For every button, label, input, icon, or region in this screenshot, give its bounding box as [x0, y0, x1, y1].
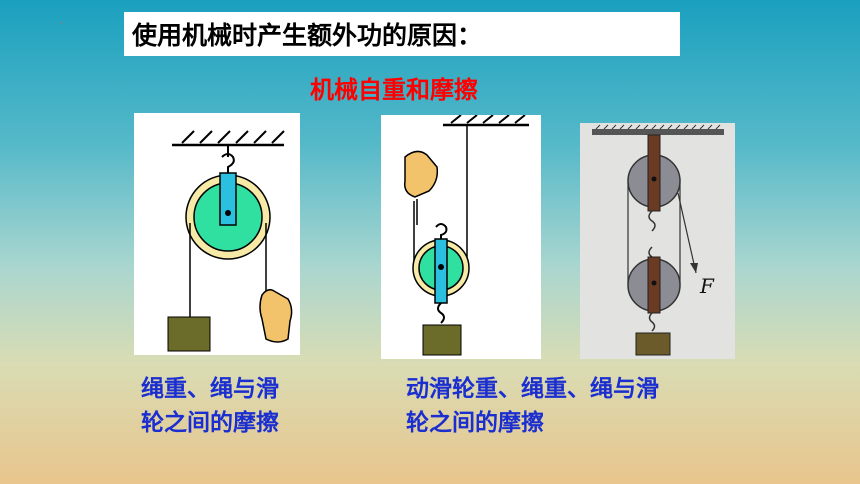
caption-left-line2: 轮之间的摩擦 [141, 410, 279, 436]
caption-right-line2: 轮之间的摩擦 [406, 410, 544, 436]
subtitle: 机械自重和摩擦 [310, 76, 478, 104]
movable-pulley-figure [381, 115, 541, 359]
decorative-dot [60, 22, 62, 24]
fixed-pulley-figure [134, 113, 300, 355]
pulley-block-figure: F [580, 123, 735, 359]
caption-right: 动滑轮重、绳重、绳与滑 轮之间的摩擦 [406, 372, 659, 440]
caption-right-line1: 动滑轮重、绳重、绳与滑 [406, 376, 659, 402]
page-title: 使用机械时产生额外功的原因： [132, 21, 483, 50]
caption-left: 绳重、绳与滑 轮之间的摩擦 [141, 372, 279, 440]
caption-left-line1: 绳重、绳与滑 [141, 376, 279, 402]
force-label: F [699, 274, 715, 298]
title-box: 使用机械时产生额外功的原因： [124, 12, 680, 56]
